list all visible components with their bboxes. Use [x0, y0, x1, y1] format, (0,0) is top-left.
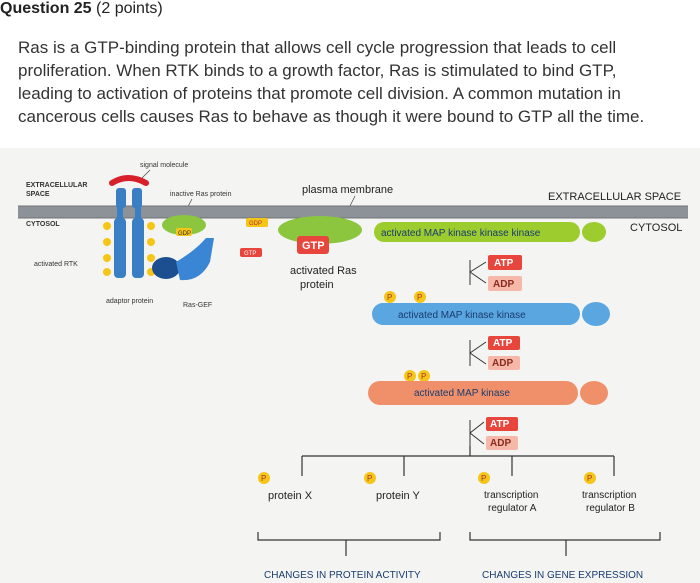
ras-gef-label: Ras-GEF: [183, 302, 212, 309]
plasma-membrane-label: plasma membrane: [302, 184, 393, 196]
inactive-ras-protein: [162, 215, 206, 235]
mapkkk-bar: [374, 222, 580, 242]
cytosol-label-right: CYTOSOL: [630, 222, 682, 234]
question-line: leading to activation of proteins that p…: [18, 84, 621, 103]
activated-rtk-label: activated RTK: [34, 261, 78, 268]
changes-protein-activity: CHANGES IN PROTEIN ACTIVITY: [264, 570, 421, 581]
question-points: (2 points): [96, 0, 163, 17]
activated-ras-label: activated Ras: [290, 265, 357, 277]
activated-ras-label-2: protein: [300, 279, 334, 291]
p-regulator-a: P: [481, 474, 486, 483]
inactive-ras-label: inactive Ras protein: [170, 191, 232, 198]
adp-2: ADP: [492, 358, 513, 369]
extracellular-label-left: EXTRACELLULAR: [26, 182, 87, 189]
question-line: proliferation. When RTK binds to a growt…: [18, 61, 617, 80]
gdp-released: GDP: [249, 221, 262, 227]
p-mapk-1: P: [407, 372, 412, 381]
p-mapkk-1: P: [387, 293, 392, 302]
mapk-label: activated MAP kinase: [414, 388, 510, 399]
question-text: Ras is a GTP-binding protein that allows…: [18, 36, 688, 128]
regulator-b-label: transcription: [582, 490, 636, 501]
extracellular-label-left-2: SPACE: [26, 191, 50, 198]
question-line: Ras is a GTP-binding protein that allows…: [18, 38, 617, 57]
extracellular-label-right: EXTRACELLULAR SPACE: [548, 191, 681, 203]
question-line: cancerous cells causes Ras to behave as …: [18, 107, 645, 126]
gtp-tag: GTP: [302, 240, 325, 252]
protein-y-label: protein Y: [376, 490, 420, 502]
protein-x-label: protein X: [268, 490, 313, 502]
plasma-membrane: [18, 206, 688, 218]
p-protein-x: P: [261, 474, 266, 483]
adp-3: ADP: [490, 438, 511, 449]
activated-rtk: [103, 188, 155, 278]
mapk-bar: [368, 381, 578, 405]
atp-3: ATP: [490, 419, 510, 430]
regulator-a-label-2: regulator A: [488, 503, 537, 514]
cytosol-label-left: CYTOSOL: [26, 221, 60, 228]
question-header: Question 25 (2 points): [0, 0, 700, 20]
signal-molecule: [109, 175, 149, 186]
gtp-bound-small: GTP: [244, 251, 256, 257]
regulator-b-label-2: regulator B: [586, 503, 635, 514]
gdp-tag-inactive: GDP: [178, 231, 191, 237]
signal-molecule-label: signal molecule: [140, 162, 188, 169]
adp-1: ADP: [493, 279, 514, 290]
p-mapk-2: P: [421, 372, 426, 381]
atp-2: ATP: [493, 338, 513, 349]
p-regulator-b: P: [587, 474, 592, 483]
mapkk-bar: [372, 303, 580, 325]
regulator-a-label: transcription: [484, 490, 538, 501]
mapkk-label: activated MAP kinase kinase: [398, 310, 526, 321]
atp-1: ATP: [494, 258, 514, 269]
p-mapkk-2: P: [417, 293, 422, 302]
ras-gef: [176, 238, 214, 281]
mapkkk-label: activated MAP kinase kinase kinase: [381, 228, 541, 239]
adaptor-protein-label: adaptor protein: [106, 298, 153, 305]
changes-gene-expression: CHANGES IN GENE EXPRESSION: [482, 570, 643, 581]
p-protein-y: P: [367, 474, 372, 483]
adaptor-protein: [152, 257, 180, 279]
question-number: Question 25: [0, 0, 92, 17]
